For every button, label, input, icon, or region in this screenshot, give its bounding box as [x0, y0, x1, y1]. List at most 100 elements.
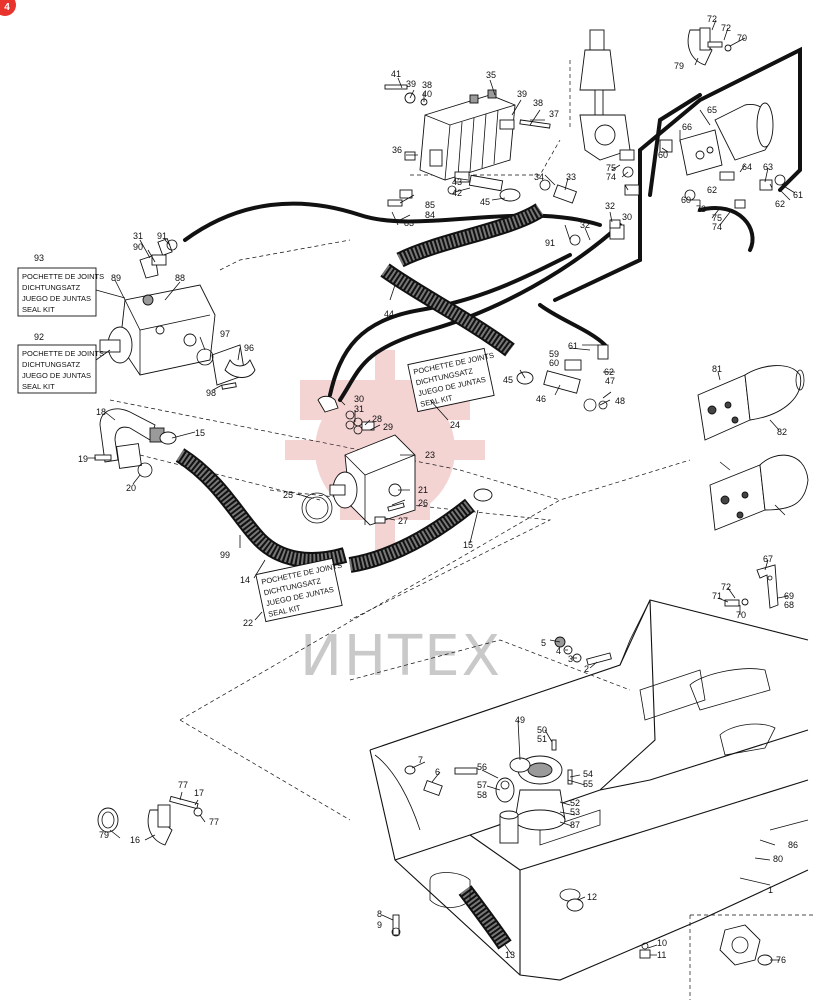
corner-badge-text: 4	[4, 1, 10, 13]
callout-5: 5	[541, 638, 546, 648]
assembly-guide-lines	[109, 139, 816, 1000]
callout-32b: 32	[580, 220, 590, 230]
callout-72a: 72	[707, 14, 717, 24]
callout-77b: 77	[209, 817, 219, 827]
callout-13: 13	[505, 950, 515, 960]
callout-81: 81	[712, 364, 722, 374]
callout-84: 84	[425, 210, 435, 220]
callout-23: 23	[425, 450, 435, 460]
callout-71: 71	[712, 591, 722, 601]
callout-97: 99	[220, 550, 230, 560]
callout-72c: 72	[721, 582, 731, 592]
hose-clamp-15-right	[473, 488, 493, 502]
callout-16: 16	[130, 835, 140, 845]
callout-56: 56	[477, 762, 487, 772]
fittings-46-48	[516, 344, 609, 412]
callout-66: 66	[682, 122, 692, 132]
filter-assembly-49	[495, 739, 573, 844]
callout-90: 90	[133, 242, 143, 252]
callout-63: 63	[763, 162, 773, 172]
callout-15b: 15	[463, 540, 473, 550]
callout-37: 37	[549, 109, 559, 119]
callout-61a: 61	[568, 341, 578, 351]
callout-15a: 15	[195, 428, 205, 438]
seal-kit-93-line-4: SEAL KIT	[22, 305, 55, 314]
callout-74a: 74	[606, 172, 616, 182]
callout-75a: 75	[606, 163, 616, 173]
callout-39b: 39	[517, 89, 527, 99]
seal-kit-22: POCHETTE DE JOINTS DICHTUNGSATZ JUEGO DE…	[243, 557, 343, 628]
fittings-42-45	[387, 171, 578, 207]
seal-kit-93-number: 93	[34, 253, 44, 263]
callout-38a: 38	[422, 80, 432, 90]
accumulator-98-99	[709, 454, 809, 531]
callout-39a: 39	[406, 79, 416, 89]
callout-9: 9	[377, 920, 382, 930]
callout-61b: 61	[793, 190, 803, 200]
callout-59: 59	[549, 349, 559, 359]
leader-lines	[88, 19, 796, 961]
callout-28: 28	[372, 414, 382, 424]
control-valve-35	[384, 84, 551, 181]
elbow-fitting-18	[94, 408, 165, 478]
callout-6: 6	[435, 767, 440, 777]
seal-kit-93-line-3: JUEGO DE JUNTAS	[22, 294, 91, 303]
callout-91b: 91	[545, 238, 555, 248]
callout-87: 87	[570, 820, 580, 830]
callout-11: 11	[657, 950, 666, 960]
seal-kit-92-line-1: POCHETTE DE JOINTS	[22, 349, 104, 358]
callout-58: 58	[477, 790, 487, 800]
callout-80: 80	[773, 854, 783, 864]
callout-83: 83	[404, 218, 414, 228]
callout-46: 46	[536, 394, 546, 404]
callout-31b: 31	[133, 231, 143, 241]
callout-35: 35	[486, 70, 496, 80]
callout-17: 17	[194, 788, 204, 798]
seal-kit-92-line-2: DICHTUNGSATZ	[22, 360, 81, 369]
callout-41: 41	[391, 69, 401, 79]
callout-38b: 38	[533, 98, 543, 108]
clamp-assembly-16	[97, 795, 203, 846]
seal-kit-92-number: 92	[34, 332, 44, 342]
callout-89: 89	[111, 273, 121, 283]
callout-19: 19	[78, 454, 88, 464]
callout-8: 8	[377, 909, 382, 919]
callout-31a: 31	[354, 404, 364, 414]
watermark-text: ИНТЕХ	[300, 624, 502, 689]
callout-60c: 60	[681, 195, 691, 205]
hydraulic-hoses	[183, 46, 802, 402]
callout-36: 36	[392, 145, 402, 155]
callout-53: 53	[570, 807, 580, 817]
callout-12: 12	[587, 892, 597, 902]
callout-47: 47	[605, 376, 615, 386]
callout-75b: 75	[712, 213, 722, 223]
callout-18: 18	[96, 407, 106, 417]
callout-62c: 62	[775, 199, 785, 209]
callout-27: 27	[398, 516, 408, 526]
callout-74b: 74	[712, 222, 722, 232]
callout-43: 43	[452, 177, 462, 187]
callout-30a: 30	[354, 394, 364, 404]
seal-kit-24-number: 24	[450, 420, 460, 430]
callout-55: 55	[583, 779, 593, 789]
callout-86: 86	[788, 840, 798, 850]
callout-88: 88	[175, 273, 185, 283]
bracket-67	[724, 564, 779, 609]
callout-4: 4	[556, 646, 561, 656]
callout-62b: 62	[707, 185, 717, 195]
callout-60a: 60	[549, 358, 559, 368]
callout-51: 51	[537, 734, 547, 744]
callout-85: 85	[425, 200, 435, 210]
callout-25: 25	[283, 490, 293, 500]
hose-clamp-15-left	[159, 431, 177, 445]
accumulator-81-82	[697, 365, 805, 441]
corner-badge: 4	[0, 0, 16, 16]
callout-72b: 72	[721, 23, 731, 33]
seal-kit-22-number: 22	[243, 618, 253, 628]
callout-21: 21	[418, 485, 428, 495]
callout-65: 65	[707, 105, 717, 115]
callout-49: 49	[515, 715, 525, 725]
seal-kit-93-line-2: DICHTUNGSATZ	[22, 283, 81, 292]
